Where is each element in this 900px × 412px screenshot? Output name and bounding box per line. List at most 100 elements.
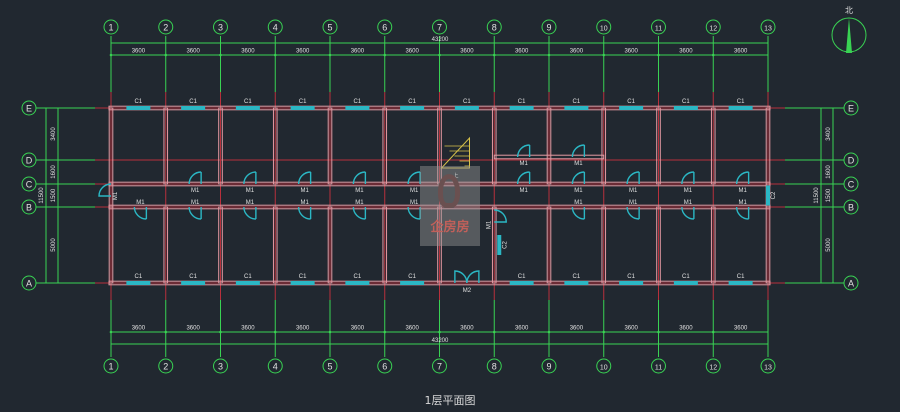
wall — [218, 107, 223, 185]
axis-label-10: 10 — [600, 365, 608, 372]
door-swing — [571, 171, 586, 185]
dimension-tick — [219, 53, 222, 57]
door-swing — [516, 144, 531, 158]
window-label: C1 — [408, 274, 416, 280]
window — [454, 106, 479, 110]
window — [673, 106, 698, 110]
window-label: C1 — [682, 99, 690, 105]
span-dimension-label: 3600 — [624, 326, 638, 332]
window-label: C1 — [189, 274, 197, 280]
axis-bubble — [103, 19, 119, 35]
door-label: M1 — [246, 188, 255, 194]
span-dimension-label: 3600 — [734, 326, 748, 332]
axis-label-11: 11 — [655, 26, 662, 33]
wall — [163, 107, 169, 185]
axis-label-10: 10 — [600, 26, 608, 33]
door-swing — [571, 144, 586, 158]
dimension-tick — [711, 330, 715, 334]
door-swing — [352, 206, 367, 220]
axis-bubble — [843, 152, 859, 168]
window — [728, 281, 753, 285]
wall — [493, 154, 605, 160]
dimension-tick — [492, 53, 496, 57]
span-dimension-label: 3600 — [296, 326, 310, 332]
depth-dimension-label: 5000 — [826, 238, 832, 252]
door-swing — [188, 206, 202, 220]
dimension-tick — [547, 330, 551, 334]
door-label: M1 — [191, 188, 200, 194]
window — [235, 106, 260, 110]
wall — [491, 107, 497, 185]
axis-label-C: C — [848, 180, 855, 190]
axis-label-D: D — [848, 156, 855, 166]
drawing-title: 1层平面图 — [424, 394, 476, 407]
span-dimension-label: 3600 — [241, 49, 255, 55]
axis-label-7: 7 — [437, 23, 442, 33]
dimension-tick — [164, 330, 168, 334]
door-swing — [626, 171, 640, 185]
wall — [546, 206, 552, 284]
span-dimension-label: 3600 — [570, 326, 584, 332]
door-swing — [297, 206, 312, 220]
door-label: M1 — [519, 161, 528, 167]
window-label: C1 — [737, 99, 745, 105]
window — [235, 281, 260, 285]
span-dimension-label: 3600 — [405, 326, 419, 332]
total-length-label: 43200 — [432, 37, 449, 43]
axis-bubble — [651, 358, 666, 374]
wall — [601, 107, 607, 185]
door-label: M1 — [410, 188, 419, 194]
dimension-tick — [109, 53, 113, 57]
window — [345, 281, 370, 285]
door-label: M1 — [246, 200, 255, 206]
axis-label-A: A — [26, 279, 32, 289]
dimension-tick — [657, 53, 660, 57]
axis-bubble — [21, 100, 37, 116]
axis-label-9: 9 — [546, 362, 551, 372]
axis-label-B: B — [848, 203, 854, 213]
span-dimension-label: 3600 — [186, 49, 200, 55]
axis-bubble — [103, 358, 119, 374]
depth-dimension-label: 1600 — [826, 165, 832, 179]
door-swing — [407, 171, 421, 185]
total-depth-label: 11500 — [814, 187, 820, 204]
axis-bubble — [158, 19, 174, 35]
axis-bubble — [213, 19, 228, 35]
window-label: C1 — [354, 99, 362, 105]
axis-bubble — [843, 176, 859, 192]
door-label: M1 — [738, 188, 747, 194]
watermark-mark-icon — [438, 174, 460, 208]
door-swing — [407, 206, 421, 220]
door-label: M1 — [629, 200, 638, 206]
window-label: C1 — [737, 274, 745, 280]
window — [564, 106, 589, 110]
door-swing — [352, 171, 367, 185]
axis-label-A: A — [848, 279, 854, 289]
window — [619, 281, 644, 285]
door-label: M1 — [684, 200, 693, 206]
axis-label-2: 2 — [163, 362, 168, 372]
dimension-tick — [492, 330, 496, 334]
span-dimension-label: 3600 — [515, 326, 529, 332]
span-dimension-label: 3600 — [679, 326, 693, 332]
wall — [327, 206, 333, 284]
door-label: M1 — [355, 188, 364, 194]
door-label: M1 — [355, 200, 364, 206]
axis-bubble — [267, 19, 283, 35]
axis-label-9: 9 — [546, 23, 551, 33]
axis-bubble — [843, 100, 859, 116]
dimension-tick — [438, 330, 441, 334]
door-swing — [494, 209, 507, 223]
window-label: C1 — [518, 274, 526, 280]
span-dimension-label: 3600 — [405, 49, 419, 55]
door-label: M1 — [519, 188, 528, 194]
axis-label-13: 13 — [764, 26, 772, 33]
total-depth-label: 11500 — [39, 187, 45, 204]
span-dimension-label: 3600 — [570, 49, 584, 55]
depth-dimension-label: 1500 — [826, 188, 832, 202]
dimension-tick — [109, 330, 113, 334]
dimension-tick — [164, 53, 168, 57]
door-label: M1 — [410, 200, 419, 206]
stair-outline — [440, 136, 470, 169]
axis-bubble — [432, 19, 447, 35]
